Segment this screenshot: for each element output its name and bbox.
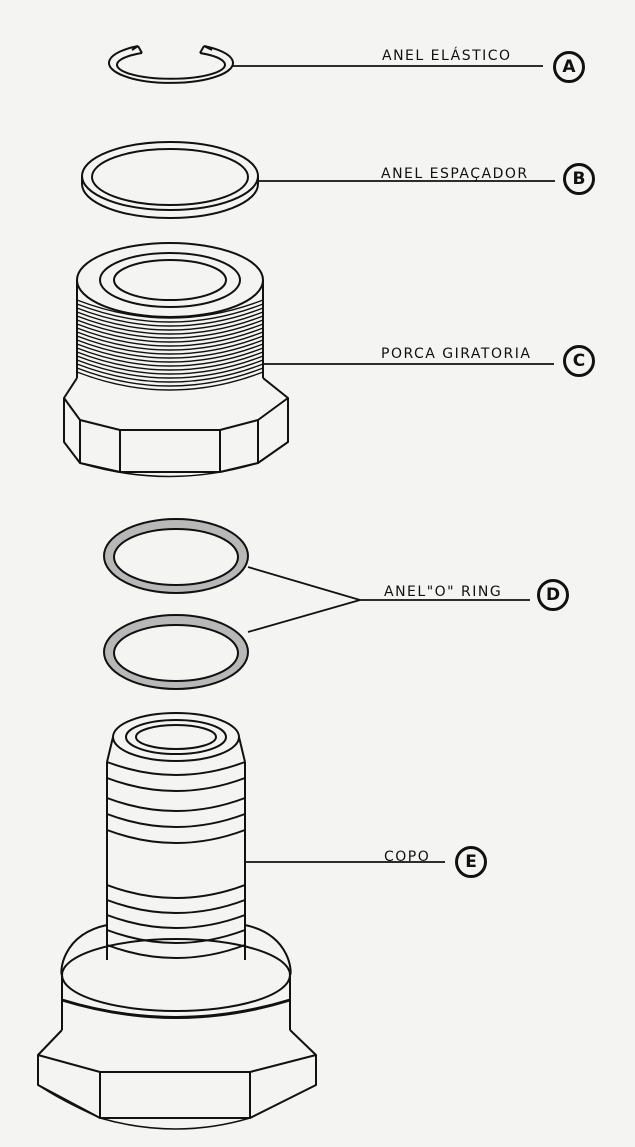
thread-line [76,339,264,359]
thread-line [76,347,264,367]
thread-line [76,367,264,387]
thread-line [76,307,264,327]
label-anel-elastico: ANEL ELÁSTICO [382,48,512,64]
badge-letter-a: A [553,51,585,83]
o-ring-upper [103,518,249,594]
thread-line [76,303,264,323]
thread-line [76,359,264,379]
snap-ring-part-a [108,45,234,84]
o-ring-lower [103,614,249,690]
thread-line [76,331,264,351]
spacer-ring-part-b [81,141,259,219]
thread-line [76,355,264,375]
label-anel-espacador: ANEL ESPAÇADOR [381,166,529,182]
thread-line [76,323,264,343]
thread-line [76,311,264,331]
thread-line [76,351,264,371]
thread-line [76,299,264,319]
badge-letter-c: C [563,345,595,377]
label-copo: COPO [384,849,431,865]
thread-line [76,327,264,347]
badge-letter-d: D [537,579,569,611]
leader-lines-d [247,566,530,633]
badge-letter-e: E [455,846,487,878]
thread-line [76,319,264,339]
thread-line [76,371,264,391]
thread-line [76,335,264,355]
swivel-nut-part-c [63,242,289,478]
label-anel-o-ring: ANEL"O" RING [384,584,503,600]
thread-line [76,315,264,335]
thread-lines [76,299,264,391]
thread-line [76,363,264,383]
cup-body-part-e [37,712,317,1130]
badge-letter-b: B [563,163,595,195]
thread-line [76,343,264,363]
label-porca-giratoria: PORCA GIRATORIA [381,346,532,362]
